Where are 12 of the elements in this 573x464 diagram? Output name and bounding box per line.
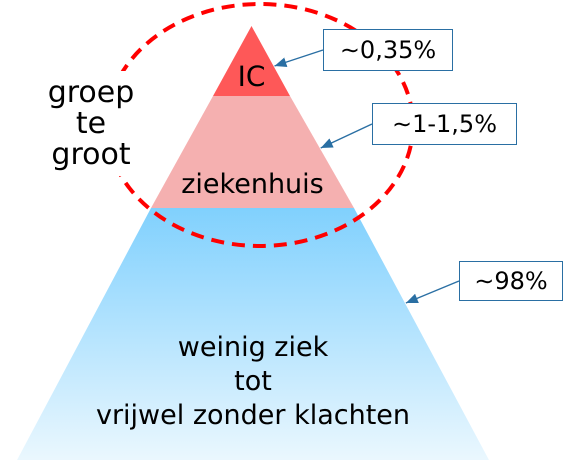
- percentage-label: ~1-1,5%: [392, 112, 497, 136]
- percentage-label: ~98%: [474, 269, 548, 293]
- layer-label: weinig ziek tot vrijwel zonder klachten: [96, 331, 410, 433]
- arrow: [320, 123, 372, 149]
- callout-box: [323, 29, 453, 71]
- layer-label: ziekenhuis: [181, 169, 324, 201]
- arrow: [274, 49, 324, 67]
- callout-box: [459, 261, 563, 301]
- callout-box: [372, 103, 517, 145]
- arrow: [406, 280, 460, 304]
- percentage-label: ~0,35%: [340, 38, 436, 62]
- layer-label: IC: [238, 61, 266, 93]
